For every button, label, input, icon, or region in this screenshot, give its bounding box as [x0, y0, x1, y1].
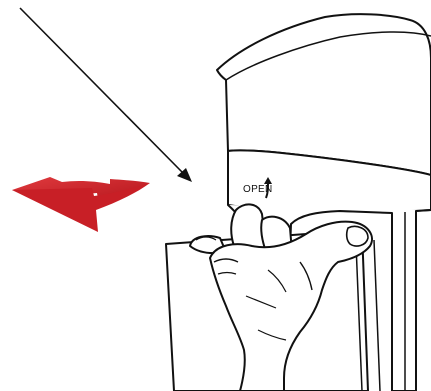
open-label-group: OPEN — [243, 177, 273, 199]
pointer-arrow-icon — [19, 7, 192, 182]
rotate-direction-arrow-icon — [12, 177, 150, 232]
open-label: OPEN — [243, 184, 273, 195]
hand-illustration — [189, 203, 373, 391]
open-direction-arrow-icon — [264, 177, 272, 199]
